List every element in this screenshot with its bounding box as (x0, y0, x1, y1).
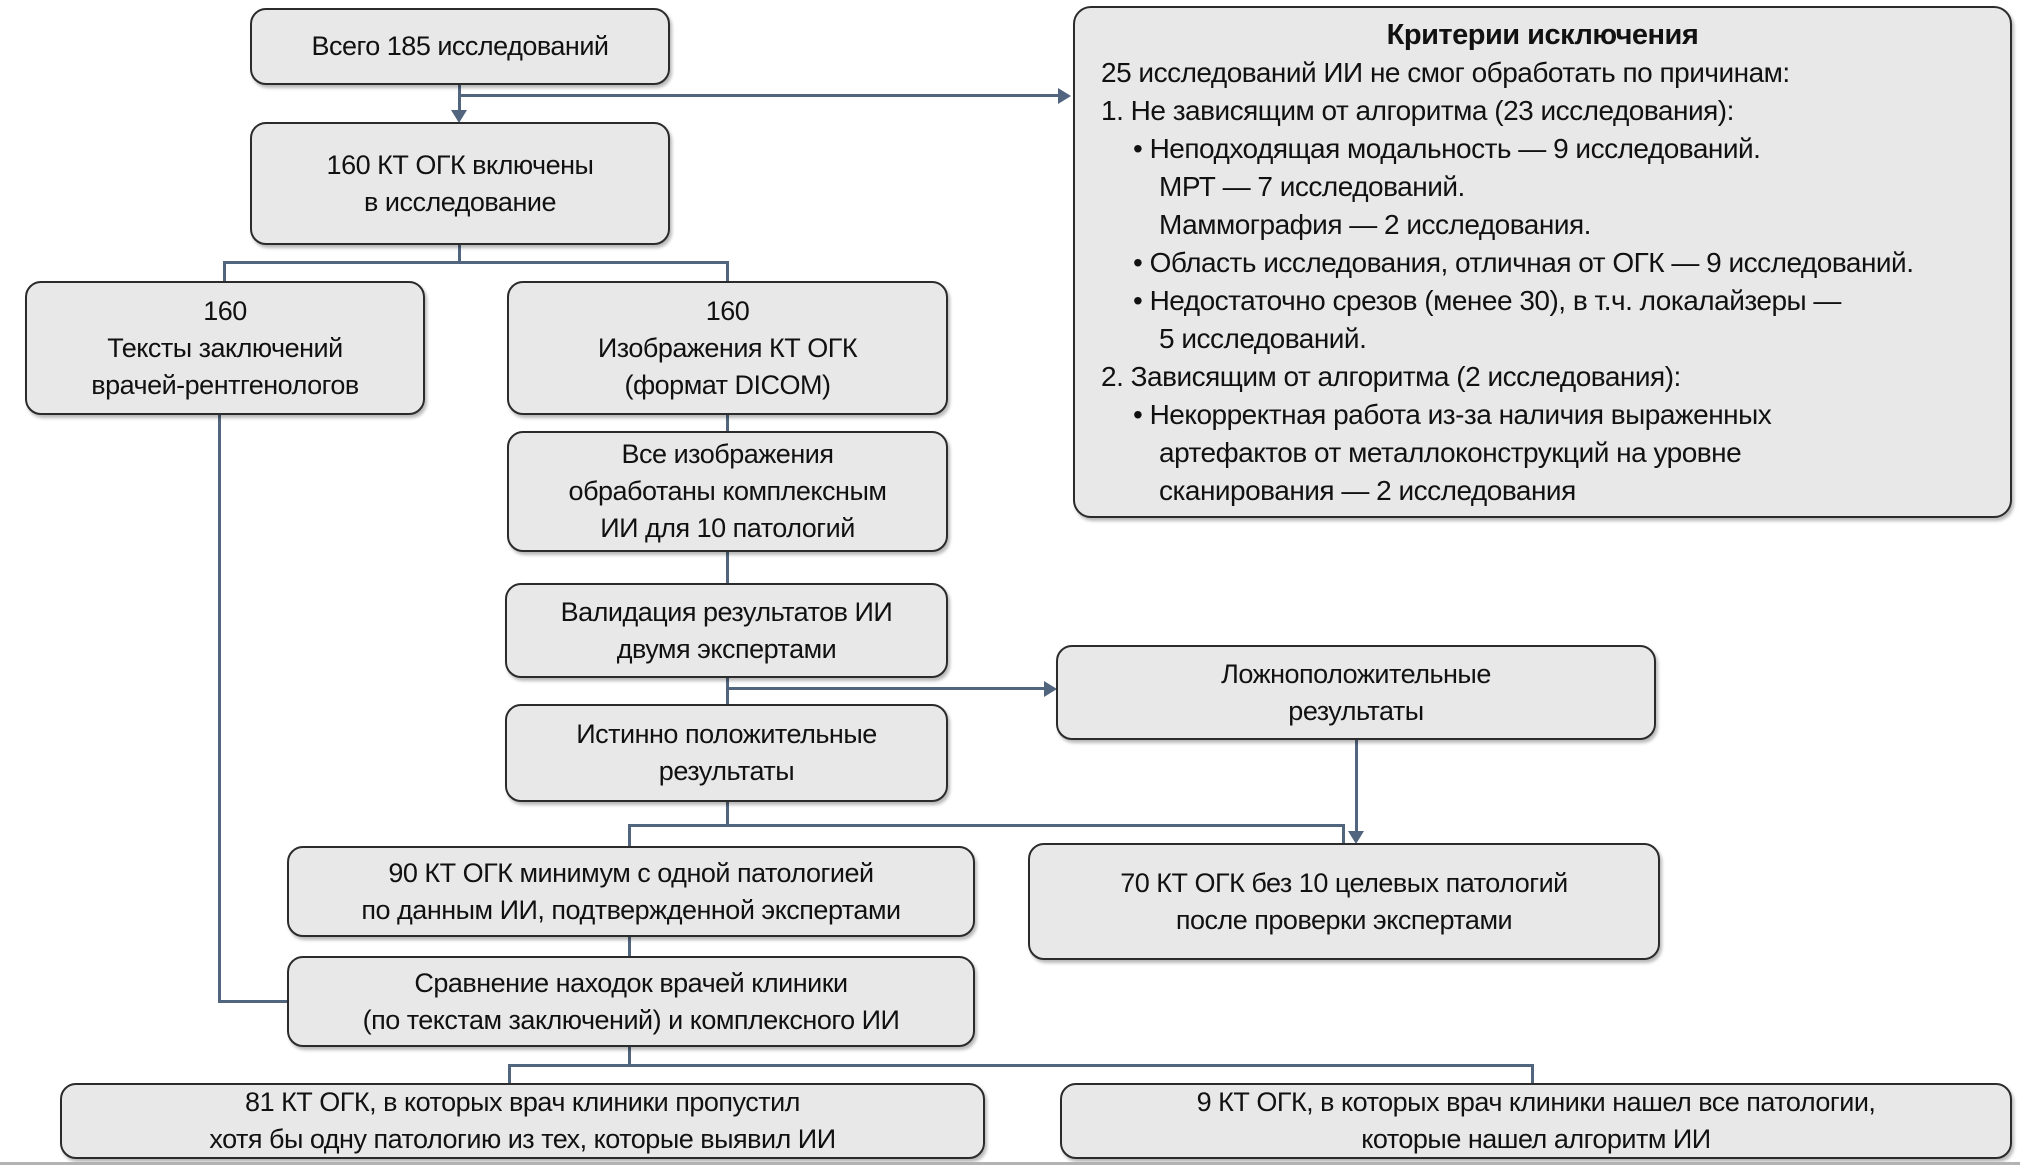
box-report-texts: 160 Тексты заключений врачей-рентгенолог… (25, 281, 425, 415)
connector-into-70 (1342, 825, 1345, 845)
connector-comparison-down (628, 1047, 631, 1067)
exclusion-line: МРТ — 7 исследований. (1159, 171, 1465, 202)
connector-split-row2 (223, 261, 729, 264)
box-ct-images: 160 Изображения КТ ОГК (формат DICOM) (507, 281, 948, 415)
box-comparison: Сравнение находок врачей клиники (по тек… (287, 956, 975, 1047)
exclusion-line: сканирования — 2 исследования (1159, 475, 1576, 506)
box-81-missed: 81 КТ ОГК, в которых врач клиники пропус… (60, 1083, 985, 1159)
exclusion-title: Критерии исключения (1386, 19, 1699, 51)
connector-into-images (726, 262, 729, 282)
box-exclusion-criteria: Критерии исключения 25 исследований ИИ н… (1073, 6, 2012, 518)
box-validation: Валидация результатов ИИ двумя экспертам… (505, 583, 948, 678)
connector-into-texts (223, 262, 226, 282)
exclusion-line: • Область исследования, отличная от ОГК … (1133, 247, 1914, 278)
connector-to-falsepositive (726, 687, 1044, 690)
box-included: 160 КТ ОГК включены в исследование (250, 122, 670, 245)
exclusion-line: • Некорректная работа из-за наличия выра… (1133, 399, 1772, 430)
box-90-confirmed: 90 КТ ОГК минимум с одной патологией по … (287, 846, 975, 937)
connector-truepositive-down (726, 802, 729, 827)
exclusion-lines: 25 исследований ИИ не смог обработать по… (1087, 54, 1998, 510)
connector-total-to-criteria (458, 94, 1058, 97)
box-ai-processed: Все изображения обработаны комплексным И… (507, 431, 948, 552)
box-total-studies: Всего 185 исследований (250, 8, 670, 85)
arrowhead-into-70 (1348, 831, 1364, 844)
connector-included-down (458, 245, 461, 264)
exclusion-line: 25 исследований ИИ не смог обработать по… (1101, 57, 1790, 88)
connector-split-81-9 (508, 1064, 1534, 1067)
box-70-without-pathologies: 70 КТ ОГК без 10 целевых патологий после… (1028, 843, 1660, 960)
box-false-positive: Ложноположительные результаты (1056, 645, 1656, 740)
box-true-positive: Истинно положительные результаты (505, 704, 948, 802)
connector-total-to-included (458, 85, 461, 112)
connector-into-81 (508, 1065, 511, 1083)
exclusion-line: 2. Зависящим от алгоритма (2 исследовани… (1101, 361, 1681, 392)
arrowhead-into-criteria (1058, 88, 1071, 104)
box-9-found-all: 9 КТ ОГК, в которых врач клиники нашел в… (1060, 1083, 2012, 1159)
connector-validation-to-truepositive (726, 678, 729, 705)
exclusion-line: артефактов от металлоконструкций на уров… (1159, 437, 1742, 468)
connector-split-90-70 (628, 824, 1345, 827)
exclusion-line: Маммография — 2 исследования. (1159, 209, 1591, 240)
exclusion-line: 5 исследований. (1159, 323, 1367, 354)
exclusion-line: • Недостаточно срезов (менее 30), в т.ч.… (1133, 285, 1841, 316)
arrowhead-into-falsepositive (1044, 681, 1057, 697)
connector-falsepositive-to-70 (1355, 740, 1358, 833)
exclusion-line: 1. Не зависящим от алгоритма (23 исследо… (1101, 95, 1734, 126)
bottom-divider (0, 1162, 2020, 1165)
connector-images-to-processed (726, 415, 729, 432)
connector-into-9 (1531, 1065, 1534, 1083)
connector-texts-to-comparison (218, 1000, 288, 1003)
connector-90-to-comparison (628, 937, 631, 957)
connector-into-90 (628, 825, 631, 847)
exclusion-line: • Неподходящая модальность — 9 исследова… (1133, 133, 1761, 164)
arrowhead-into-included (451, 110, 467, 123)
connector-texts-long-vertical (218, 415, 221, 1003)
connector-processed-to-validation (726, 552, 729, 584)
